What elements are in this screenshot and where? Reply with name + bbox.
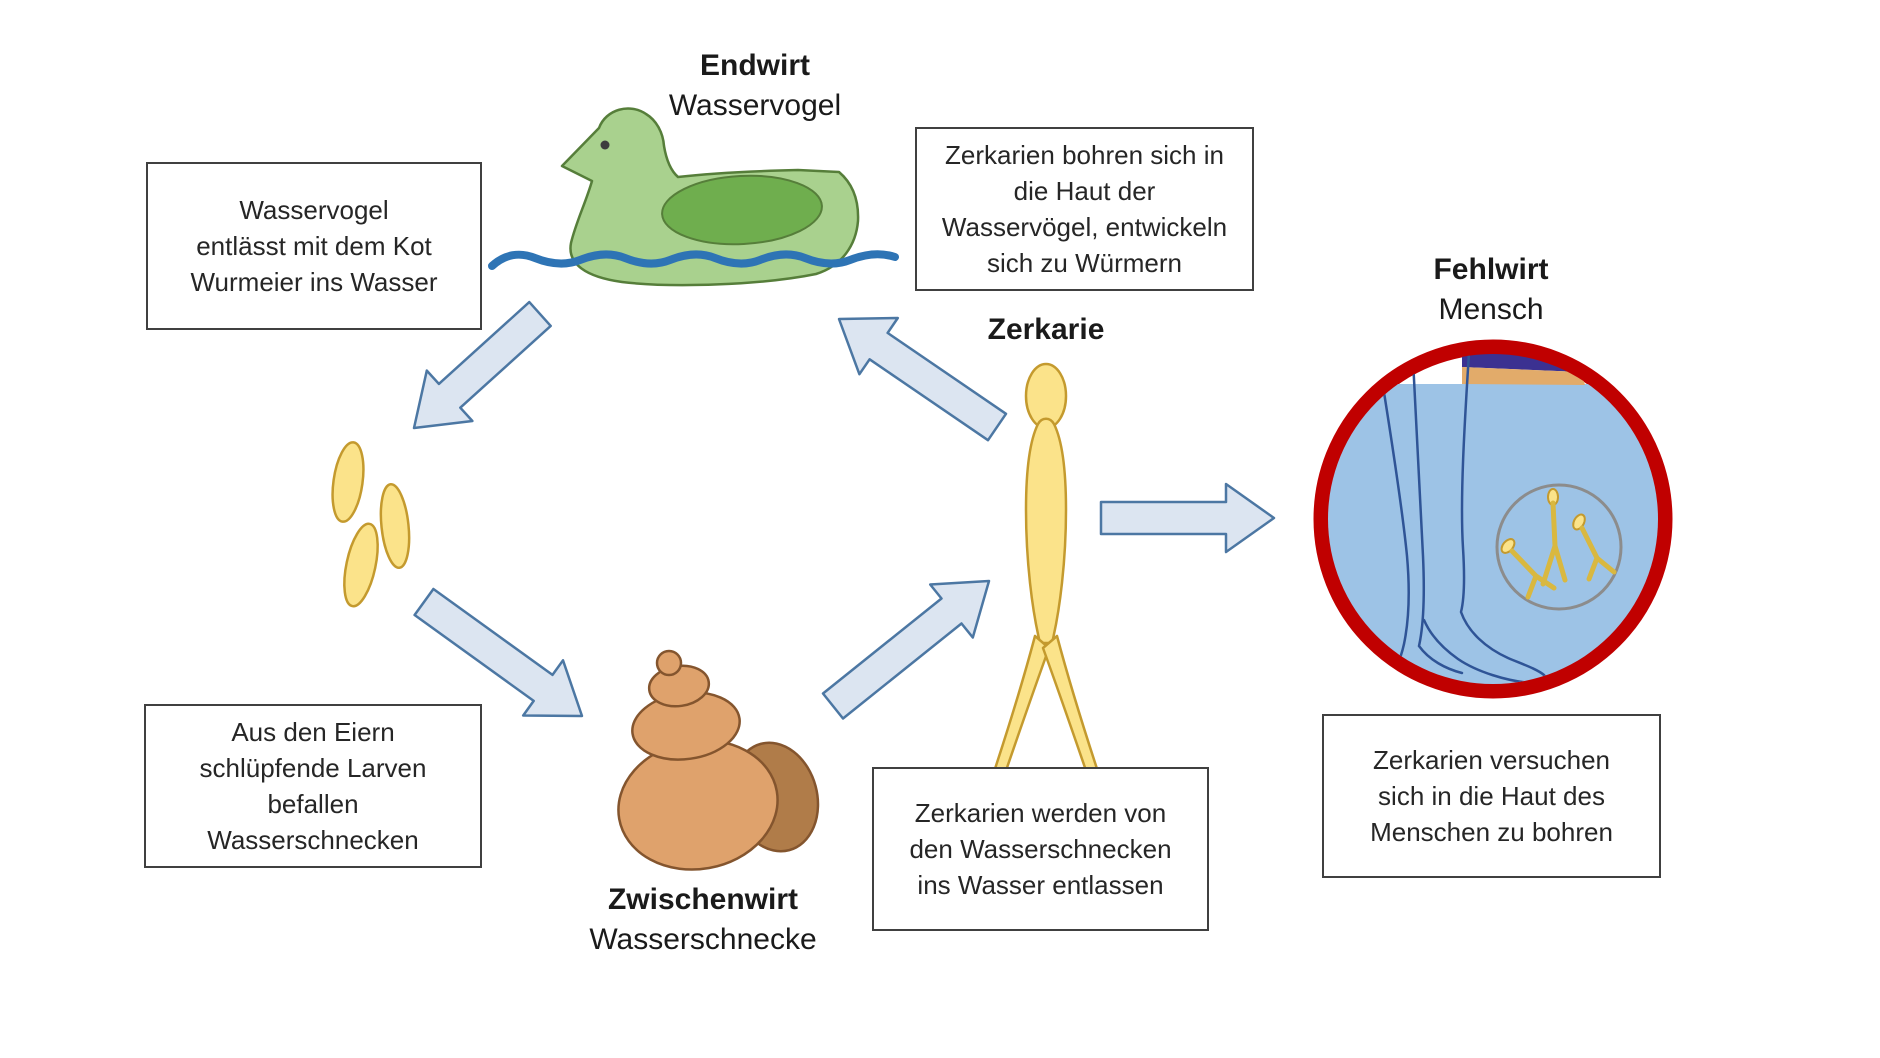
pool-water — [1328, 384, 1658, 684]
duck-eye — [600, 140, 610, 150]
egg-icon — [343, 522, 379, 608]
note-line: Zerkarien versuchen — [1373, 745, 1610, 775]
water-wave — [488, 250, 899, 270]
fehlwirt-species: Mensch — [1438, 293, 1544, 326]
note-line: Wasservögel, entwickeln — [941, 212, 1228, 242]
fehlwirt-label: Fehlwirt Mensch — [1331, 250, 1651, 330]
cycle-arrows — [412, 300, 1276, 720]
snail-apex — [655, 649, 683, 677]
note-line: Aus den Eiern — [231, 717, 395, 747]
note-line: befallen — [267, 789, 359, 819]
note-line: Zerkarien werden von — [914, 798, 1167, 828]
note-line: Wasservogel — [239, 195, 389, 225]
note-line: den Wasserschnecken — [909, 834, 1172, 864]
note-line: sich in die Haut des — [1378, 781, 1605, 811]
magnifier-circle — [1495, 483, 1623, 611]
note-box-released-by-snails: Zerkarien werden von den Wasserschnecken… — [872, 767, 1209, 931]
note-line: entlässt mit dem Kot — [196, 231, 432, 261]
arrow-cercaria-to-bird — [837, 316, 1008, 442]
arrow-bird-to-eggs — [412, 300, 552, 430]
note-box-release-eggs: Wasservogel entlässt mit dem Kot Wurmeie… — [146, 162, 482, 330]
zwischenwirt-species: Wasserschnecke — [589, 923, 817, 956]
mini-cercaria-icon — [1500, 538, 1557, 600]
cercaria-body — [1024, 417, 1068, 645]
snail-illustration — [617, 649, 820, 871]
note-line: die Haut der — [1013, 176, 1156, 206]
fehlwirt-role: Fehlwirt — [1433, 253, 1549, 286]
cercaria-illustration — [986, 362, 1106, 796]
egg-icon — [379, 482, 411, 570]
note-box-penetrate-birds: Zerkarien bohren sich in die Haut der Wa… — [915, 127, 1254, 291]
note-line: Wasserschnecken — [207, 825, 419, 855]
note-box-penetrate-human: Zerkarien versuchen sich in die Haut des… — [1322, 714, 1661, 878]
note-line: Wurmeier ins Wasser — [190, 267, 438, 297]
zerkarie-label: Zerkarie — [886, 310, 1206, 350]
endwirt-label: Endwirt Wasservogel — [595, 46, 915, 126]
egg-icon — [331, 441, 365, 523]
human-foot-illustration — [1313, 339, 1673, 699]
note-line: Menschen zu bohren — [1370, 817, 1613, 847]
arrow-eggs-to-snail — [413, 587, 584, 718]
endwirt-species: Wasservogel — [668, 89, 842, 122]
swim-shorts-band — [1462, 354, 1581, 372]
note-line: schlüpfende Larven — [199, 753, 427, 783]
zwischenwirt-label: Zwischenwirt Wasserschnecke — [543, 880, 863, 960]
endwirt-role: Endwirt — [700, 49, 810, 82]
note-line: sich zu Würmern — [986, 248, 1183, 278]
mini-cercaria-icon — [1540, 488, 1568, 587]
zwischenwirt-role: Zwischenwirt — [607, 883, 799, 916]
note-box-larvae-infect: Aus den Eiern schlüpfende Larven befalle… — [144, 704, 482, 868]
arrow-cercaria-to-human — [1099, 482, 1276, 554]
zerkarie-role: Zerkarie — [987, 313, 1105, 346]
worm-eggs — [331, 441, 411, 608]
skin-band — [1462, 367, 1585, 385]
mini-cercaria-icon — [1572, 513, 1617, 582]
duck-wing — [661, 174, 823, 246]
note-line: ins Wasser entlassen — [917, 870, 1164, 900]
cercariae-in-water — [1500, 488, 1617, 600]
note-line: Zerkarien bohren sich in — [945, 140, 1224, 170]
arrow-snail-to-cercaria — [821, 579, 991, 720]
duck-illustration — [488, 107, 899, 287]
